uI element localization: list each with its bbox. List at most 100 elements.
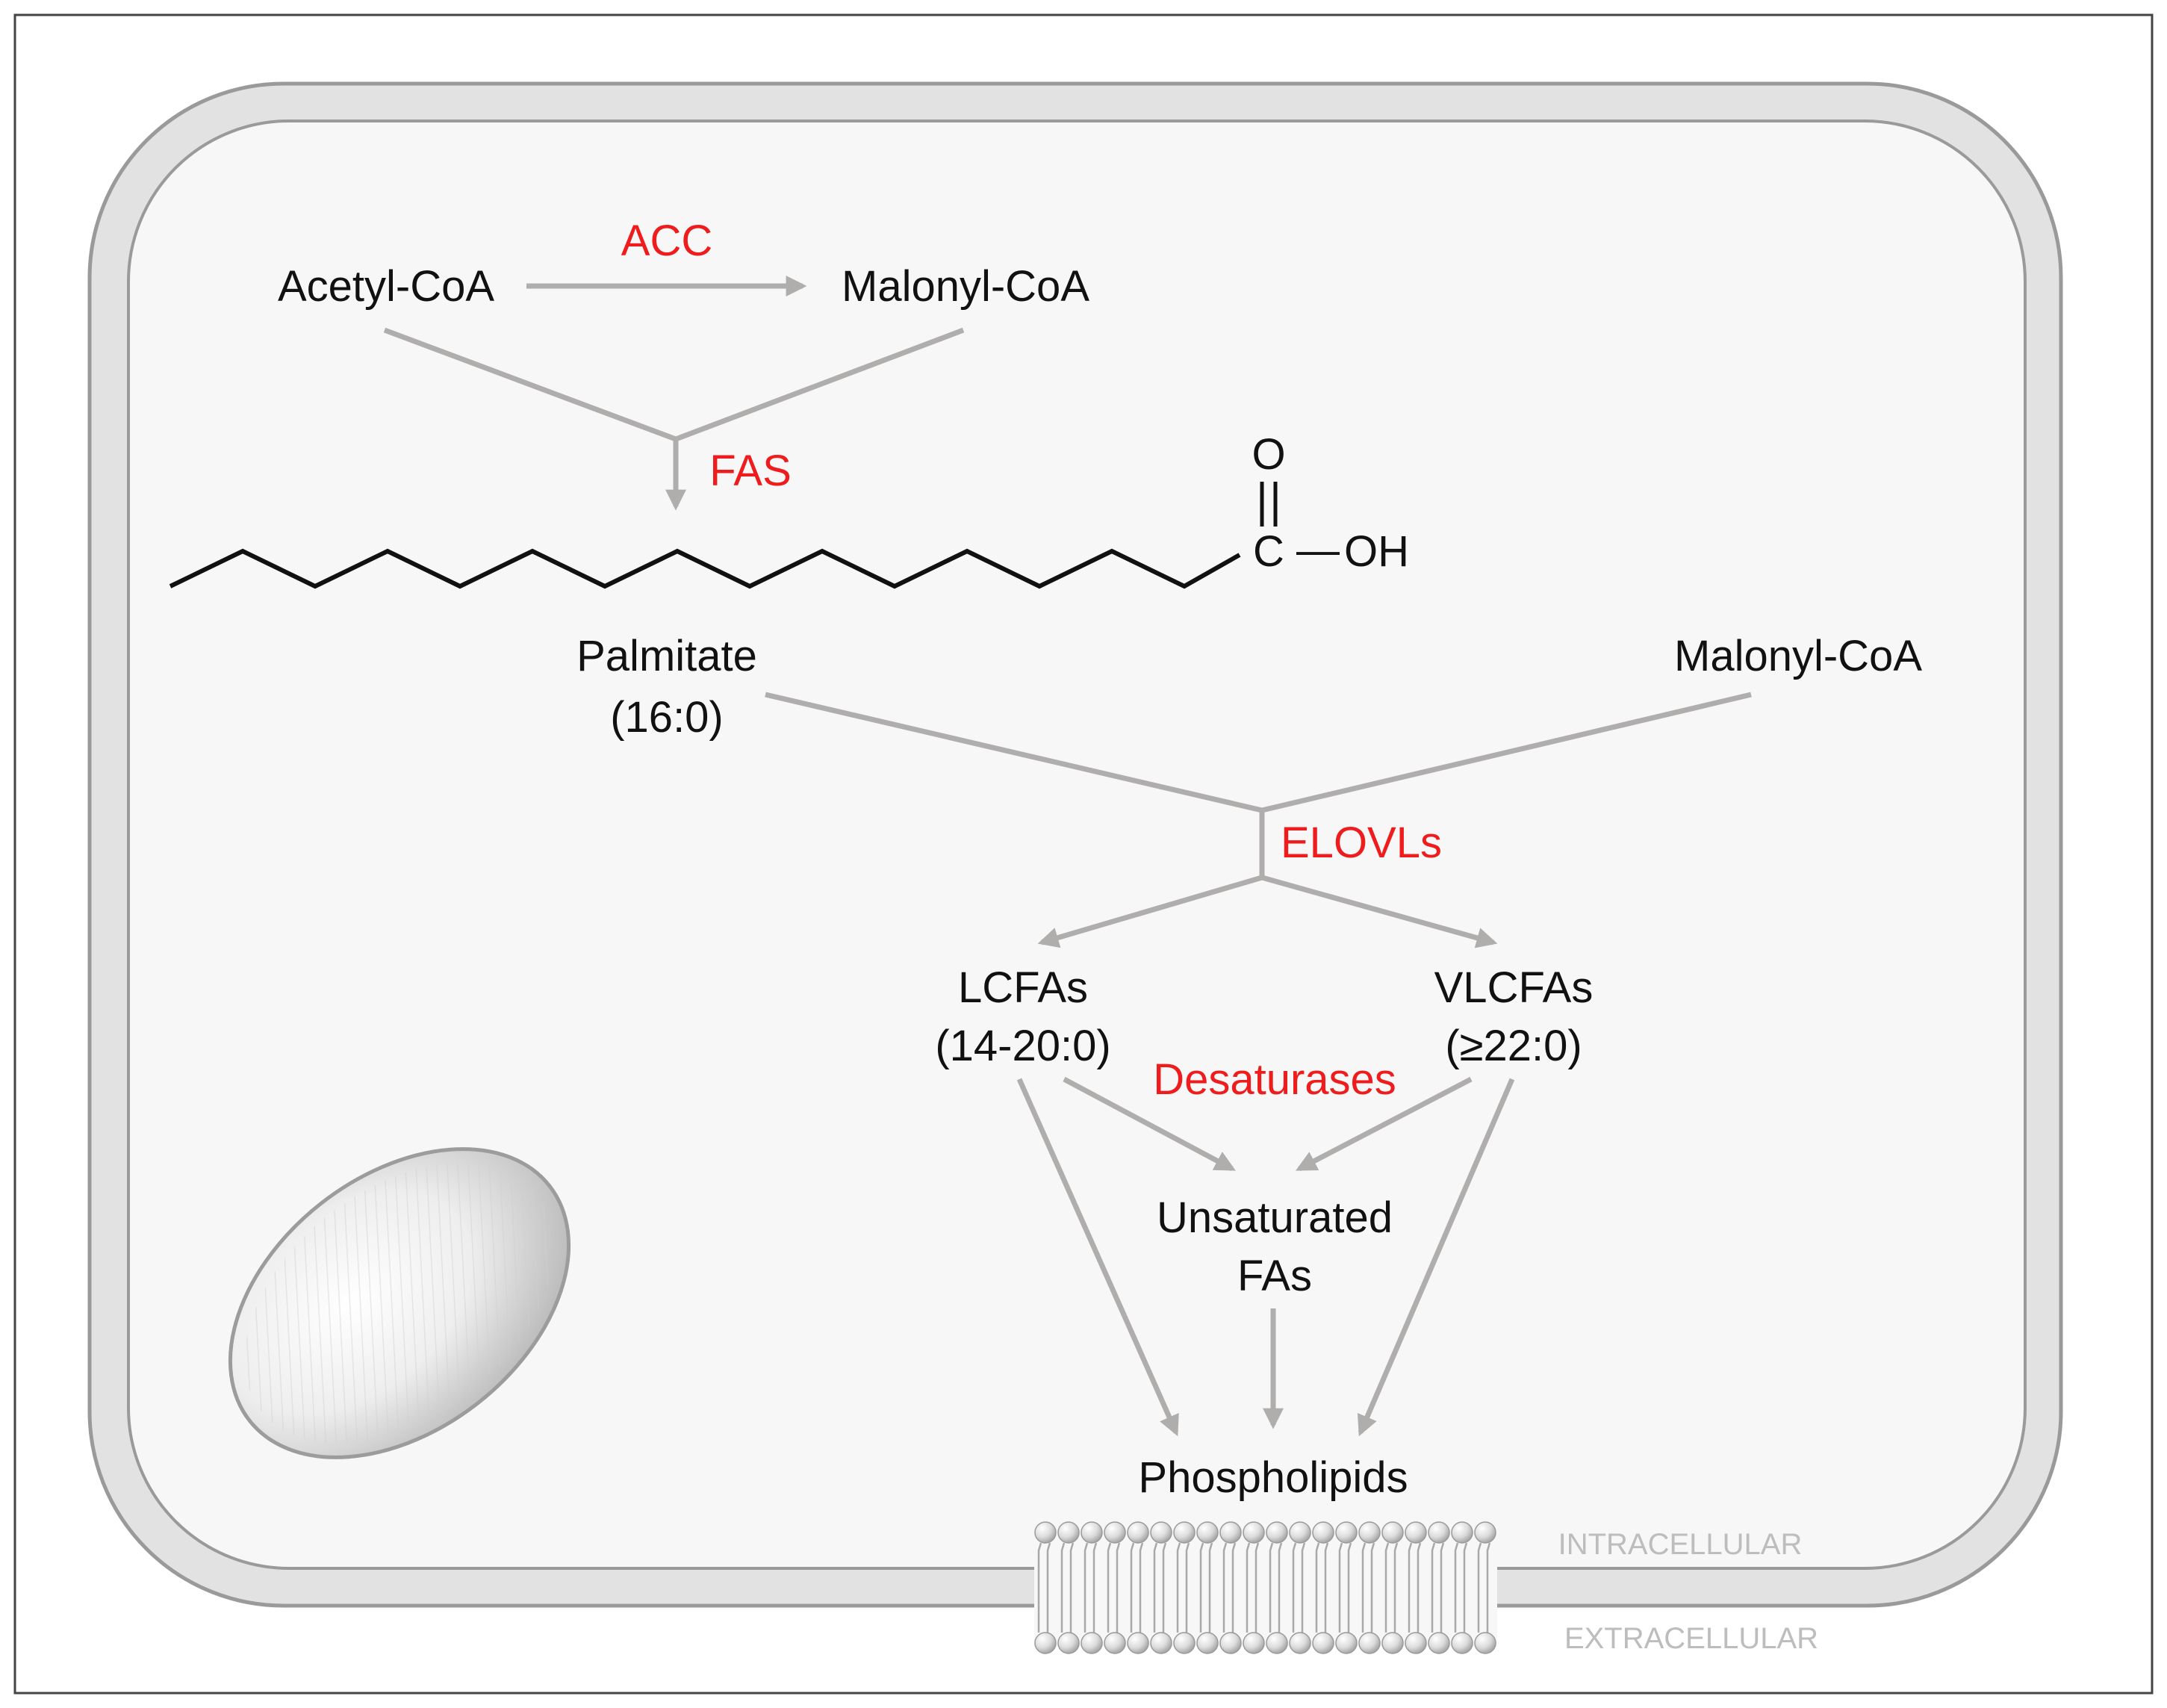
lipid-tail (1384, 1542, 1390, 1633)
lipid-tail (1130, 1542, 1135, 1633)
lipid-tail (1092, 1542, 1098, 1633)
lipid-head (1081, 1632, 1103, 1654)
lipid-head (1289, 1521, 1311, 1544)
lipid-head (1335, 1632, 1358, 1654)
arrow-lcfas-to-unsat (1063, 1076, 1236, 1172)
lipid-tail (1046, 1542, 1051, 1633)
lipid-tail (1162, 1542, 1167, 1633)
lipid-head (1405, 1521, 1427, 1544)
lipid-head (1243, 1632, 1265, 1654)
lipid-head (1381, 1521, 1404, 1544)
lipid-head (1335, 1521, 1358, 1544)
intracellular-label: INTRACELLULAR (1558, 1528, 1803, 1561)
lipid-head (1266, 1521, 1288, 1544)
phospholipids-label: Phospholipids (1138, 1453, 1408, 1502)
lipid-head (1451, 1521, 1473, 1544)
lipid-tail (1060, 1542, 1066, 1633)
unsaturated-label: Unsaturated (1157, 1193, 1393, 1242)
lipid-head (1358, 1521, 1381, 1544)
acc-label: ACC (621, 217, 712, 265)
lipid-tail (1370, 1542, 1375, 1633)
lipid-tail (1463, 1542, 1468, 1633)
lipid-head (1150, 1632, 1172, 1654)
lipid-head (1289, 1632, 1311, 1654)
extracellular-label: EXTRACELLULAR (1564, 1622, 1818, 1655)
acetyl-coa-label: Acetyl-CoA (278, 262, 494, 311)
lipid-head (1451, 1632, 1473, 1654)
lipid-head (1196, 1632, 1219, 1654)
oxygen-atom: O (1252, 430, 1285, 479)
lipid-head (1428, 1521, 1450, 1544)
lipid-head (1358, 1632, 1381, 1654)
lipid-head (1034, 1521, 1057, 1544)
elovls-label: ELOVLs (1281, 819, 1442, 867)
lipid-tail (1393, 1542, 1399, 1633)
metabolite-labels: Acetyl-CoA Malonyl-CoA Palmitate (16:0) … (278, 262, 1922, 1502)
lcfas-code-label: (14-20:0) (935, 1022, 1110, 1070)
lcfas-label: LCFAs (958, 963, 1088, 1012)
lipid-tail (1440, 1542, 1445, 1633)
lipid-head (1312, 1632, 1334, 1654)
lipid-head (1104, 1521, 1126, 1544)
lipid-tail (1269, 1542, 1274, 1633)
lipid-tail (1222, 1542, 1228, 1633)
lipid-tail (1408, 1542, 1413, 1633)
lipid-head (1057, 1521, 1080, 1544)
lipid-tail (1199, 1542, 1204, 1633)
arrow-vlcfas-to-phospholipids (1357, 1078, 1515, 1437)
fas-label: FAS (709, 447, 792, 495)
lipid-tail (1301, 1542, 1306, 1633)
arrows (383, 276, 1752, 1437)
malonyl-coa-right-label: Malonyl-CoA (1674, 632, 1922, 680)
lipid-tail (1153, 1542, 1158, 1633)
palmitate-code-label: (16:0) (610, 693, 724, 742)
vlcfas-label: VLCFAs (1434, 963, 1594, 1012)
lipid-tail (1278, 1542, 1283, 1633)
lipid-tail (1069, 1542, 1075, 1633)
lipid-head (1312, 1521, 1334, 1544)
lipid-head (1081, 1521, 1103, 1544)
lipid-head (1196, 1521, 1219, 1544)
bilayer-tails (1037, 1542, 1491, 1633)
lipid-tail (1454, 1542, 1459, 1633)
lipid-tail (1361, 1542, 1367, 1633)
lipid-tail (1417, 1542, 1422, 1633)
lipid-head (1057, 1632, 1080, 1654)
lipid-tail (1208, 1542, 1213, 1633)
lipid-tail (1231, 1542, 1237, 1633)
lipid-tail (1107, 1542, 1112, 1633)
unsaturated-fas-label: FAs (1237, 1252, 1312, 1300)
lipid-tail (1255, 1542, 1260, 1633)
lipid-tail (1292, 1542, 1297, 1633)
lipid-head (1243, 1521, 1265, 1544)
lipid-tail (1486, 1542, 1491, 1633)
lipid-head (1127, 1632, 1149, 1654)
lipid-head (1405, 1632, 1427, 1654)
line-malonyl-to-elovls (1261, 692, 1752, 813)
lipid-tail (1431, 1542, 1436, 1633)
lipid-head (1173, 1521, 1196, 1544)
lipid-head (1381, 1632, 1404, 1654)
lipid-tail (1246, 1542, 1251, 1633)
lipid-tail (1185, 1542, 1190, 1633)
lipid-tail (1477, 1542, 1482, 1633)
hydroxyl-group: OH (1344, 527, 1409, 576)
arrow-lcfas-to-phospholipids (1016, 1078, 1179, 1437)
arrow-elovls-to-lcfas (1037, 875, 1263, 948)
carbon-atom: C (1253, 527, 1284, 576)
enzyme-labels: ACC FAS ELOVLs Desaturases (621, 217, 1442, 1104)
lipid-head (1219, 1632, 1242, 1654)
vlcfas-code-label: (≥22:0) (1445, 1022, 1582, 1070)
malonyl-coa-top-label: Malonyl-CoA (842, 262, 1089, 311)
lipid-head (1173, 1632, 1196, 1654)
lipid-head (1266, 1632, 1288, 1654)
lipid-tail (1176, 1542, 1181, 1633)
lipid-tail (1338, 1542, 1343, 1633)
lipid-head (1428, 1632, 1450, 1654)
lipid-head (1150, 1521, 1172, 1544)
lipid-head (1474, 1521, 1496, 1544)
lipid-head (1127, 1521, 1149, 1544)
lipid-head (1034, 1632, 1057, 1654)
lipid-tail (1315, 1542, 1320, 1633)
